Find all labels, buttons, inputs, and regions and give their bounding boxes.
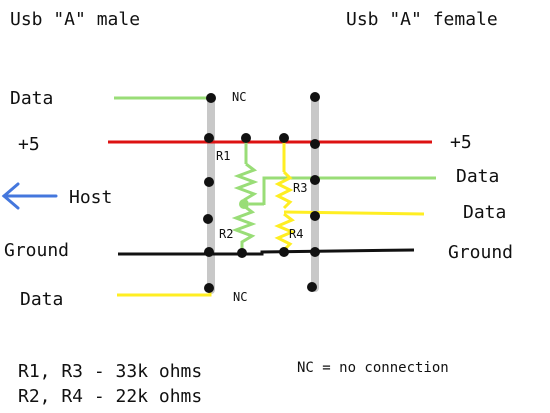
left-header: Usb "A" male (10, 9, 140, 30)
nc-bottom-label: NC (233, 290, 247, 304)
r2-label: R2 (219, 227, 233, 241)
male-pin-3 (204, 177, 214, 187)
data-left-bottom-label: Data (20, 289, 63, 310)
legend-line-1: R1, R3 - 33k ohms (18, 361, 202, 382)
r4-resistor (274, 212, 296, 252)
data-right-2-label: Data (463, 202, 506, 223)
r3-resistor (274, 170, 294, 210)
ground-wire (118, 248, 415, 256)
female-pin-bottom (307, 282, 317, 292)
female-pin-data-2 (310, 211, 320, 221)
nc-legend: NC = no connection (297, 360, 449, 376)
female-pin-data-1 (310, 175, 320, 185)
plus5-left-label: +5 (18, 134, 40, 155)
data-left-top-label: Data (10, 88, 53, 109)
male-pin-4 (203, 214, 213, 224)
female-pin-plus5 (310, 139, 320, 149)
male-pin-data-top (206, 93, 216, 103)
r3-label: R3 (293, 181, 307, 195)
host-label: Host (69, 187, 112, 208)
r2-resistor (231, 204, 257, 252)
data-right-yellow-wire (283, 210, 425, 216)
r2-bottom-junction (237, 248, 247, 258)
r4-label: R4 (289, 227, 303, 241)
r3-top-junction (279, 133, 289, 143)
r1-resistor (233, 162, 259, 202)
plus5-right-label: +5 (450, 132, 472, 153)
ground-right-label: Ground (448, 242, 513, 263)
r1-label: R1 (216, 149, 230, 163)
right-header: Usb "A" female (346, 9, 498, 30)
left-arrow-icon (1, 182, 58, 210)
r4-bottom-junction (279, 247, 289, 257)
female-pin-ground (310, 247, 320, 257)
male-pin-plus5 (204, 133, 214, 143)
legend-line-2: R2, R4 - 22k ohms (18, 386, 202, 407)
data-right-green-wire (262, 176, 436, 205)
female-pin-top (310, 92, 320, 102)
ground-left-label: Ground (4, 240, 69, 261)
male-pin-ground (204, 247, 214, 257)
nc-top-label: NC (232, 90, 246, 104)
r1-top-junction (241, 133, 251, 143)
data-left-bottom-wire (117, 290, 212, 297)
male-pin-data-bottom (204, 283, 214, 293)
data-right-1-label: Data (456, 166, 499, 187)
r1-r2-junction (239, 199, 249, 209)
